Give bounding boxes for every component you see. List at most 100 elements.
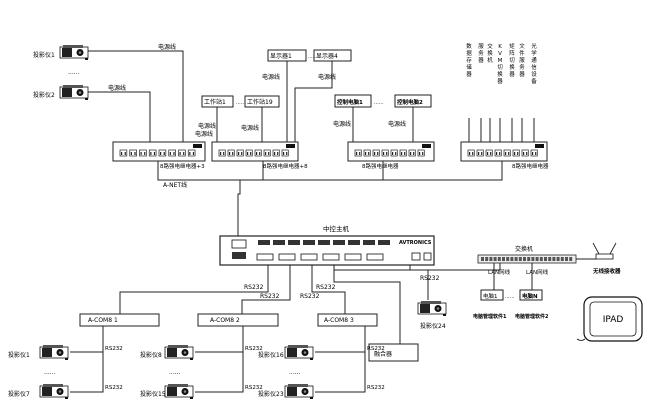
svg-text:V: V [498, 51, 502, 57]
combiner-box [368, 343, 419, 362]
rs232-wire [311, 265, 346, 314]
outlet-icon [512, 149, 520, 157]
ellipsis-label: ...... [236, 100, 246, 106]
outlet-icon [168, 149, 176, 157]
power-line-label: 电源线 [158, 43, 176, 51]
rs232-label: RS232 [105, 346, 123, 352]
outlet-pin [241, 152, 243, 155]
pc-label: 电脑1 [483, 292, 498, 300]
outlet-pin [134, 152, 136, 155]
acom8-2-box [197, 313, 279, 327]
svg-text:M: M [498, 58, 503, 64]
switch-port [556, 257, 560, 261]
outlet-pin [160, 152, 162, 155]
svg-text:矩: 矩 [509, 42, 515, 50]
outlet-pin [413, 152, 415, 155]
outlet-pin [256, 152, 258, 155]
outlet-pin [523, 152, 525, 155]
display-1-box [267, 49, 307, 62]
host-terminal [333, 240, 345, 245]
outlet-pin [401, 152, 403, 155]
svg-text:件: 件 [519, 49, 525, 57]
outlet-pin [183, 152, 185, 155]
projector-label: 投影仪1 [8, 351, 30, 359]
svg-text:信: 信 [531, 63, 537, 71]
outlet-icon [119, 149, 128, 157]
power-line-label: 电源线 [198, 122, 216, 130]
svg-text:器: 器 [478, 57, 484, 64]
outlet-pin [229, 152, 231, 155]
svg-text:学: 学 [531, 49, 537, 57]
relay-label: 8路强电继电器+3 [160, 162, 205, 170]
svg-text:数: 数 [466, 42, 472, 50]
outlet-icon [178, 149, 186, 157]
pc-n-box [519, 289, 543, 301]
outlet-pin [472, 152, 474, 155]
switch-port [535, 257, 539, 261]
outlet-pin [286, 152, 288, 155]
projector-label: 投影仪16 [258, 351, 284, 359]
antenna-icon [592, 242, 600, 255]
outlet-icon [521, 149, 529, 157]
host-ethernet-port [231, 239, 247, 249]
outlet-pin [496, 152, 498, 155]
outlet-pin [404, 152, 406, 155]
pc-1-box [480, 289, 504, 301]
svg-text:K: K [498, 44, 502, 50]
switch-port [523, 257, 526, 261]
ellipsis-label: ...... [289, 369, 301, 376]
switch-port [510, 257, 514, 261]
display-label: 显示器1 [270, 53, 292, 60]
switch-port [552, 257, 556, 261]
outlet-icon [158, 149, 167, 157]
power-wire-1 [88, 50, 184, 146]
control-pc-2-box [394, 94, 432, 108]
switch-port [569, 257, 573, 261]
power-line-label: 电源线 [195, 130, 213, 138]
anet-to-host [237, 180, 241, 237]
host-port [423, 252, 432, 261]
power-line-label: 电源线 [388, 120, 406, 128]
outlet-pin [481, 152, 483, 155]
projector-icon [39, 384, 69, 399]
svg-text:器: 器 [509, 71, 515, 78]
svg-text:设: 设 [531, 70, 537, 78]
outlet-pin [189, 152, 191, 155]
device-vertical-label: 交换机 [487, 42, 493, 64]
workstation-19-box [244, 95, 280, 108]
switch-port [560, 257, 564, 261]
mgmt-label: 电脑管理软件1 [473, 313, 507, 320]
outlet-pin [368, 152, 370, 155]
outlet-pin [377, 152, 379, 155]
projector-icon [59, 85, 89, 100]
relay-indicator [286, 144, 295, 148]
projector-icon [39, 345, 69, 360]
svg-text:器: 器 [497, 78, 503, 85]
outlet-pin [223, 152, 225, 155]
outlet-pin [383, 152, 385, 155]
host-serial-port [366, 253, 384, 261]
power-line-label: 电源线 [262, 73, 280, 81]
svg-text:器: 器 [519, 71, 525, 78]
switch-port [527, 257, 531, 261]
host-power-port [232, 252, 246, 259]
projector-label: 投影仪2 [33, 91, 55, 99]
ipad-screen [589, 301, 637, 337]
outlet-pin [150, 152, 152, 155]
rs232-label: RS232 [260, 293, 280, 300]
outlet-pin [469, 152, 471, 155]
switch-port [497, 257, 501, 261]
svg-text:服: 服 [478, 43, 484, 50]
projector-label: 投影仪23 [258, 390, 284, 398]
outlet-icon [390, 149, 398, 157]
outlet-icon [399, 149, 407, 157]
svg-text:器: 器 [466, 71, 472, 78]
outlet-pin [365, 152, 367, 155]
outlet-icon [218, 149, 226, 157]
svg-text:务: 务 [478, 49, 484, 57]
rs232-label: RS232 [105, 385, 123, 391]
power-line-label: 电源线 [318, 73, 336, 81]
